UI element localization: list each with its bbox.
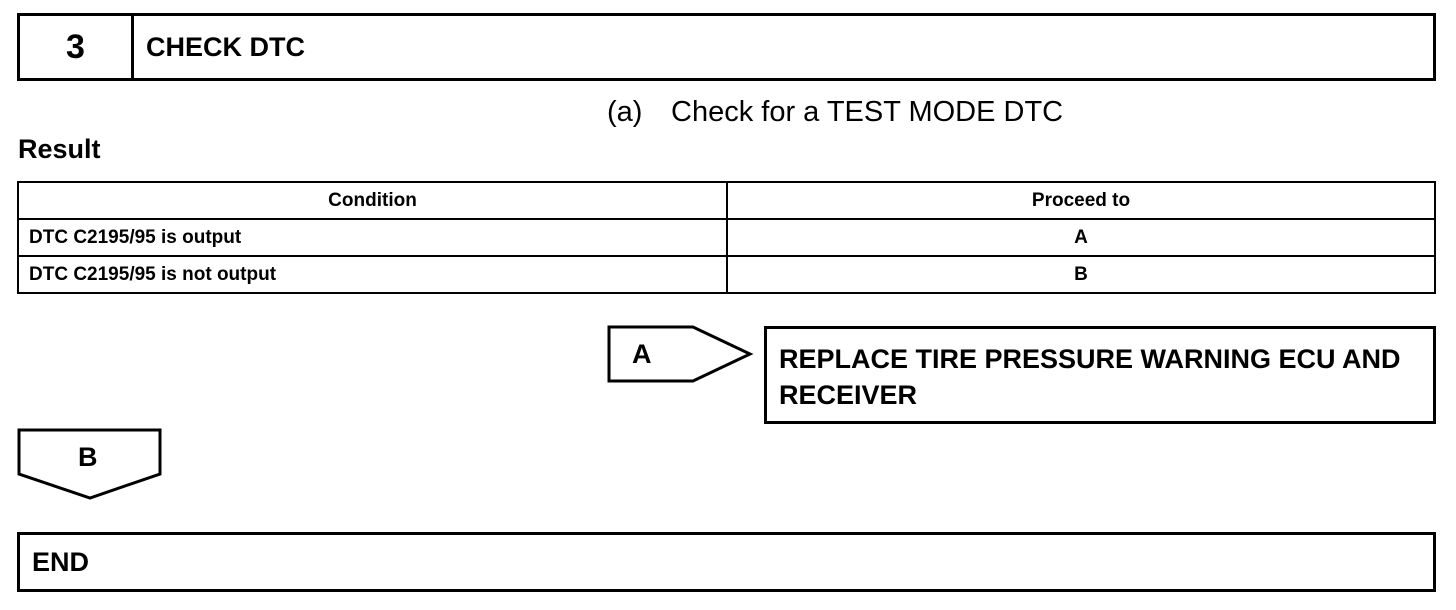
instruction-label: (a) (607, 96, 643, 128)
proceed-cell: B (726, 255, 1436, 294)
branch-a-label: A (632, 339, 652, 369)
table-header-row: Condition Proceed to (17, 181, 1436, 220)
branch-a-arrow (607, 325, 754, 383)
condition-cell: DTC C2195/95 is output (17, 218, 728, 257)
branch-b-label: B (78, 442, 98, 472)
result-heading: Result (18, 134, 101, 164)
result-table: Condition Proceed to DTC C2195/95 is out… (17, 181, 1436, 294)
table-row: DTC C2195/95 is not output B (17, 255, 1436, 294)
condition-cell: DTC C2195/95 is not output (17, 255, 728, 294)
proceed-cell: A (726, 218, 1436, 257)
step-number: 3 (20, 16, 134, 78)
step-header: 3 CHECK DTC (17, 13, 1436, 81)
step-title: CHECK DTC (146, 31, 305, 62)
table-row: DTC C2195/95 is output A (17, 218, 1436, 257)
column-header-proceed-to: Proceed to (726, 181, 1436, 220)
instruction: (a) Check for a TEST MODE DTC (607, 96, 1063, 129)
branch-a-action-box: REPLACE TIRE PRESSURE WARNING ECU AND RE… (764, 326, 1436, 424)
end-box: END (17, 532, 1436, 592)
column-header-condition: Condition (17, 181, 728, 220)
branch-b-arrow (17, 428, 162, 500)
instruction-text: Check for a TEST MODE DTC (671, 96, 1064, 128)
